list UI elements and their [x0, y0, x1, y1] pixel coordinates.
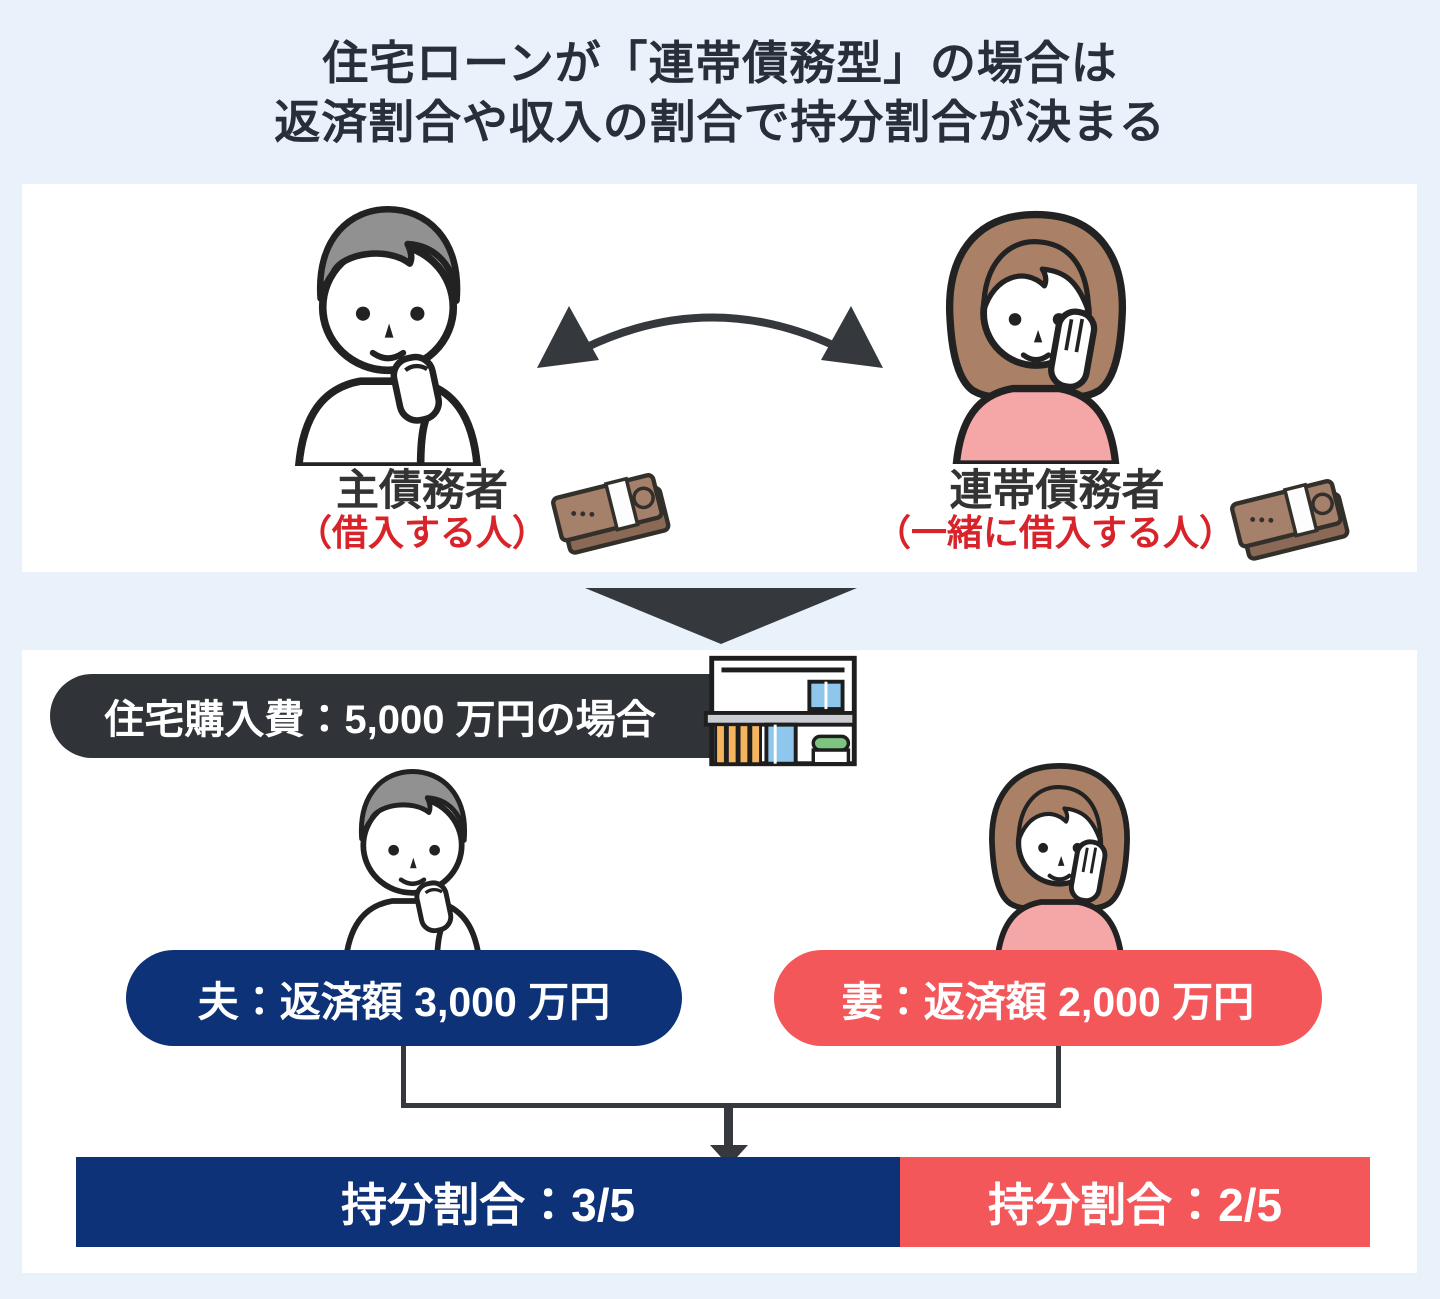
husband-share-segment: 持分割合：3/5 [76, 1157, 901, 1247]
example-panel: 住宅購入費：5,000 万円の場合 [22, 650, 1417, 1273]
money-stack-icon [546, 464, 678, 560]
down-arrow-icon [724, 1103, 733, 1145]
main-debtor-label: 主債務者 [336, 467, 508, 515]
husband-share-label: 持分割合：3/5 [341, 1179, 636, 1231]
woman-icon [945, 210, 1127, 464]
money-stack-icon [1222, 470, 1360, 566]
curved-double-arrow-icon [525, 284, 895, 379]
husband-illustration [252, 194, 524, 466]
down-triangle-icon [585, 588, 857, 644]
page-title-line1: 住宅ローンが「連帯債務型」の場合は [322, 37, 1118, 89]
man-thinking-icon [294, 205, 482, 466]
wife-repayment-pill: 妻：返済額 2,000 万円 [774, 950, 1322, 1046]
debtor-relationship-panel: 主債務者 （借入する人） 連帯債務者 （一緒に借入する人） [22, 184, 1417, 572]
connector-line-right [1056, 1038, 1061, 1108]
joint-debtor-note: （一緒に借入する人） [874, 512, 1235, 553]
wife-share-segment: 持分割合：2/5 [900, 1157, 1370, 1247]
connector-line-left [401, 1038, 406, 1108]
purchase-price-badge: 住宅購入費：5,000 万円の場合 [50, 674, 768, 758]
house-icon [700, 652, 866, 770]
joint-debtor-label: 連帯債務者 [949, 467, 1165, 515]
main-debtor-note: （借入する人） [295, 512, 548, 553]
wife-share-label: 持分割合：2/5 [988, 1179, 1283, 1231]
woman-icon [989, 762, 1130, 961]
page-title-line2: 返済割合や収入の割合で持分割合が決まる [274, 95, 1166, 148]
ownership-share-bar: 持分割合：3/5 持分割合：2/5 [76, 1157, 1370, 1247]
husband-illustration [310, 760, 515, 965]
husband-repayment-pill: 夫：返済額 3,000 万円 [126, 950, 682, 1046]
wife-illustration [957, 756, 1162, 961]
man-thinking-icon [342, 769, 483, 965]
wife-illustration [905, 202, 1167, 464]
page-title: 住宅ローンが「連帯債務型」の場合は 返済割合や収入の割合で持分割合が決まる [0, 34, 1440, 152]
